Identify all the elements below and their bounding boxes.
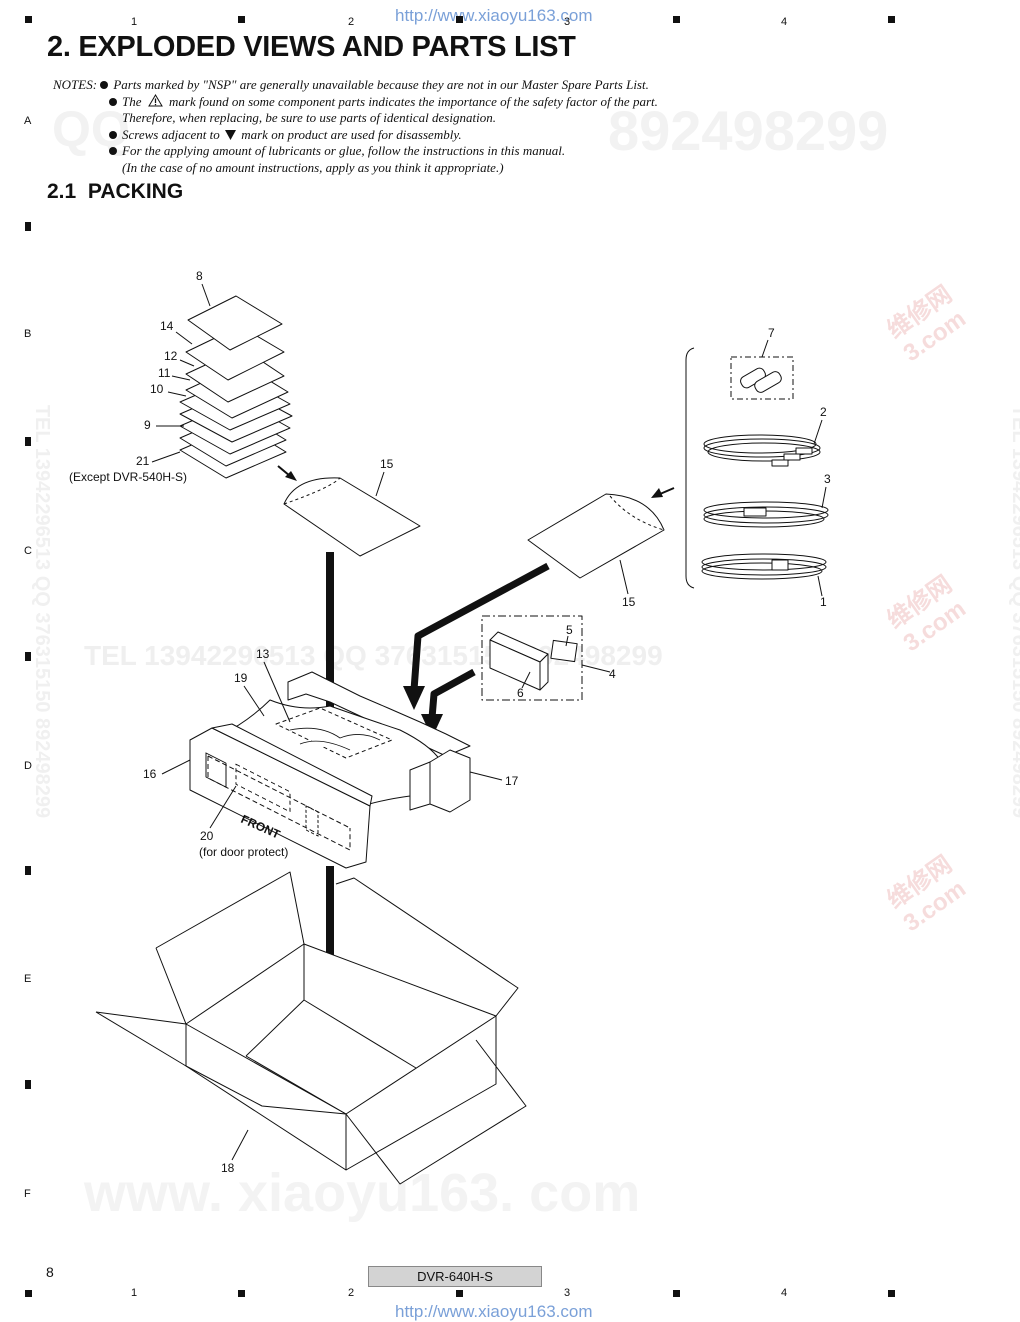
ruler-mark [238,16,245,23]
ruler-mark [888,16,895,23]
callout-21: 21 [136,454,150,468]
row-mark [25,1080,31,1089]
col-number-2: 2 [348,16,355,28]
note-screws-prefix: Screws adjacent to [122,126,220,142]
callout-19: 19 [234,671,248,685]
polyethylene-bag-right [527,493,665,579]
document-stack [179,295,293,479]
callout-12: 12 [164,349,178,363]
watermark-qq-right: 892498299 [608,99,889,162]
watermark-site-bottom: www. xiaoyu163. com [84,1163,641,1223]
model-name: DVR-640H-S [368,1266,542,1287]
ruler-mark [456,1290,463,1297]
watermark-qq-left: QQ [52,101,130,157]
note-safety-prefix: The [122,93,142,109]
callout-11: 11 [158,366,171,380]
footer-col-number-4: 4 [781,1287,788,1299]
footer-col-number-3: 3 [564,1287,571,1299]
av-cable-icon [703,434,821,467]
ruler-mark [673,16,680,23]
section-heading: 2.1 PACKING [47,180,183,204]
callout-18: 18 [221,1161,235,1175]
row-mark [25,652,31,661]
footer-url[interactable]: http://www.xiaoyu163.com [395,1302,593,1321]
row-letter-f: F [24,1188,31,1200]
callout-9: 9 [144,418,151,432]
col-number-3: 3 [564,16,571,28]
row-letter-c: C [24,545,32,557]
ruler-mark [888,1290,895,1297]
page-number: 8 [46,1264,54,1280]
callout-20-note: (for door protect) [199,845,289,859]
note-lubricants: For the applying amount of lubricants or… [122,143,566,159]
col-number-4: 4 [781,16,788,28]
col-number-1: 1 [131,16,138,28]
polyethylene-bag-left [283,477,421,557]
callout-8: 8 [196,269,203,283]
callout-15-right: 15 [622,595,636,609]
row-letter-a: A [24,115,32,127]
power-cord-icon [701,553,827,580]
note-nsp: Parts marked by "NSP" are generally unav… [113,77,649,92]
callout-4: 4 [609,667,616,681]
ruler-mark [456,16,463,23]
callout-16: 16 [143,767,157,781]
unit-with-pads [189,671,471,869]
note-lubricants-cont: (In the case of no amount instructions, … [122,159,504,175]
bullet-icon [100,81,109,89]
note-screws: mark on product are used for disassembly… [241,126,462,142]
remote-control-icon [489,631,549,691]
assembly-arrow-remote [428,668,476,719]
warning-triangle-icon [147,93,163,107]
footer-col-number-2: 2 [348,1287,355,1299]
ruler-mark [673,1290,680,1297]
callout-6: 6 [517,686,524,700]
cable-icon [703,501,829,528]
down-triangle-icon [224,129,236,140]
callout-7: 7 [768,326,775,340]
assembly-arrow-right [410,562,550,691]
callout-3: 3 [824,472,831,486]
battery-icon [740,367,782,393]
callout-13: 13 [256,647,270,661]
callout-2: 2 [820,405,827,419]
row-mark [25,866,31,875]
notes-label: NOTES: [53,77,98,92]
callout-17: 17 [505,774,519,788]
callout-21-note: (Except DVR-540H-S) [69,470,188,484]
notes-block: NOTES: Parts marked by "NSP" are general… [53,77,773,177]
callout-14: 14 [160,319,174,333]
section-title: PACKING [87,180,184,203]
ruler-mark [25,16,32,23]
note-safety: mark found on some component parts indic… [169,93,658,109]
footer-col-number-1: 1 [131,1287,138,1299]
ruler-mark [25,1290,32,1297]
ruler-mark [238,1290,245,1297]
callout-20: 20 [200,829,214,843]
callout-10: 10 [150,382,164,396]
row-mark [25,222,31,231]
callout-5: 5 [566,623,573,637]
note-safety-cont: Therefore, when replacing, be sure to us… [122,110,496,126]
row-letter-d: D [24,760,32,772]
row-letter-b: B [24,328,32,340]
bullet-icon [109,97,117,106]
row-letter-e: E [24,973,32,985]
carton-box [95,871,527,1185]
section-number: 2.1 [47,180,77,203]
bullet-icon [109,130,117,139]
callout-15-left: 15 [380,457,394,471]
page-title: 2. EXPLODED VIEWS AND PARTS LIST [47,31,576,63]
callout-1: 1 [820,595,827,609]
row-mark [25,437,31,446]
header-url[interactable]: http://www.xiaoyu163.com [395,6,593,25]
bullet-icon [109,147,117,156]
